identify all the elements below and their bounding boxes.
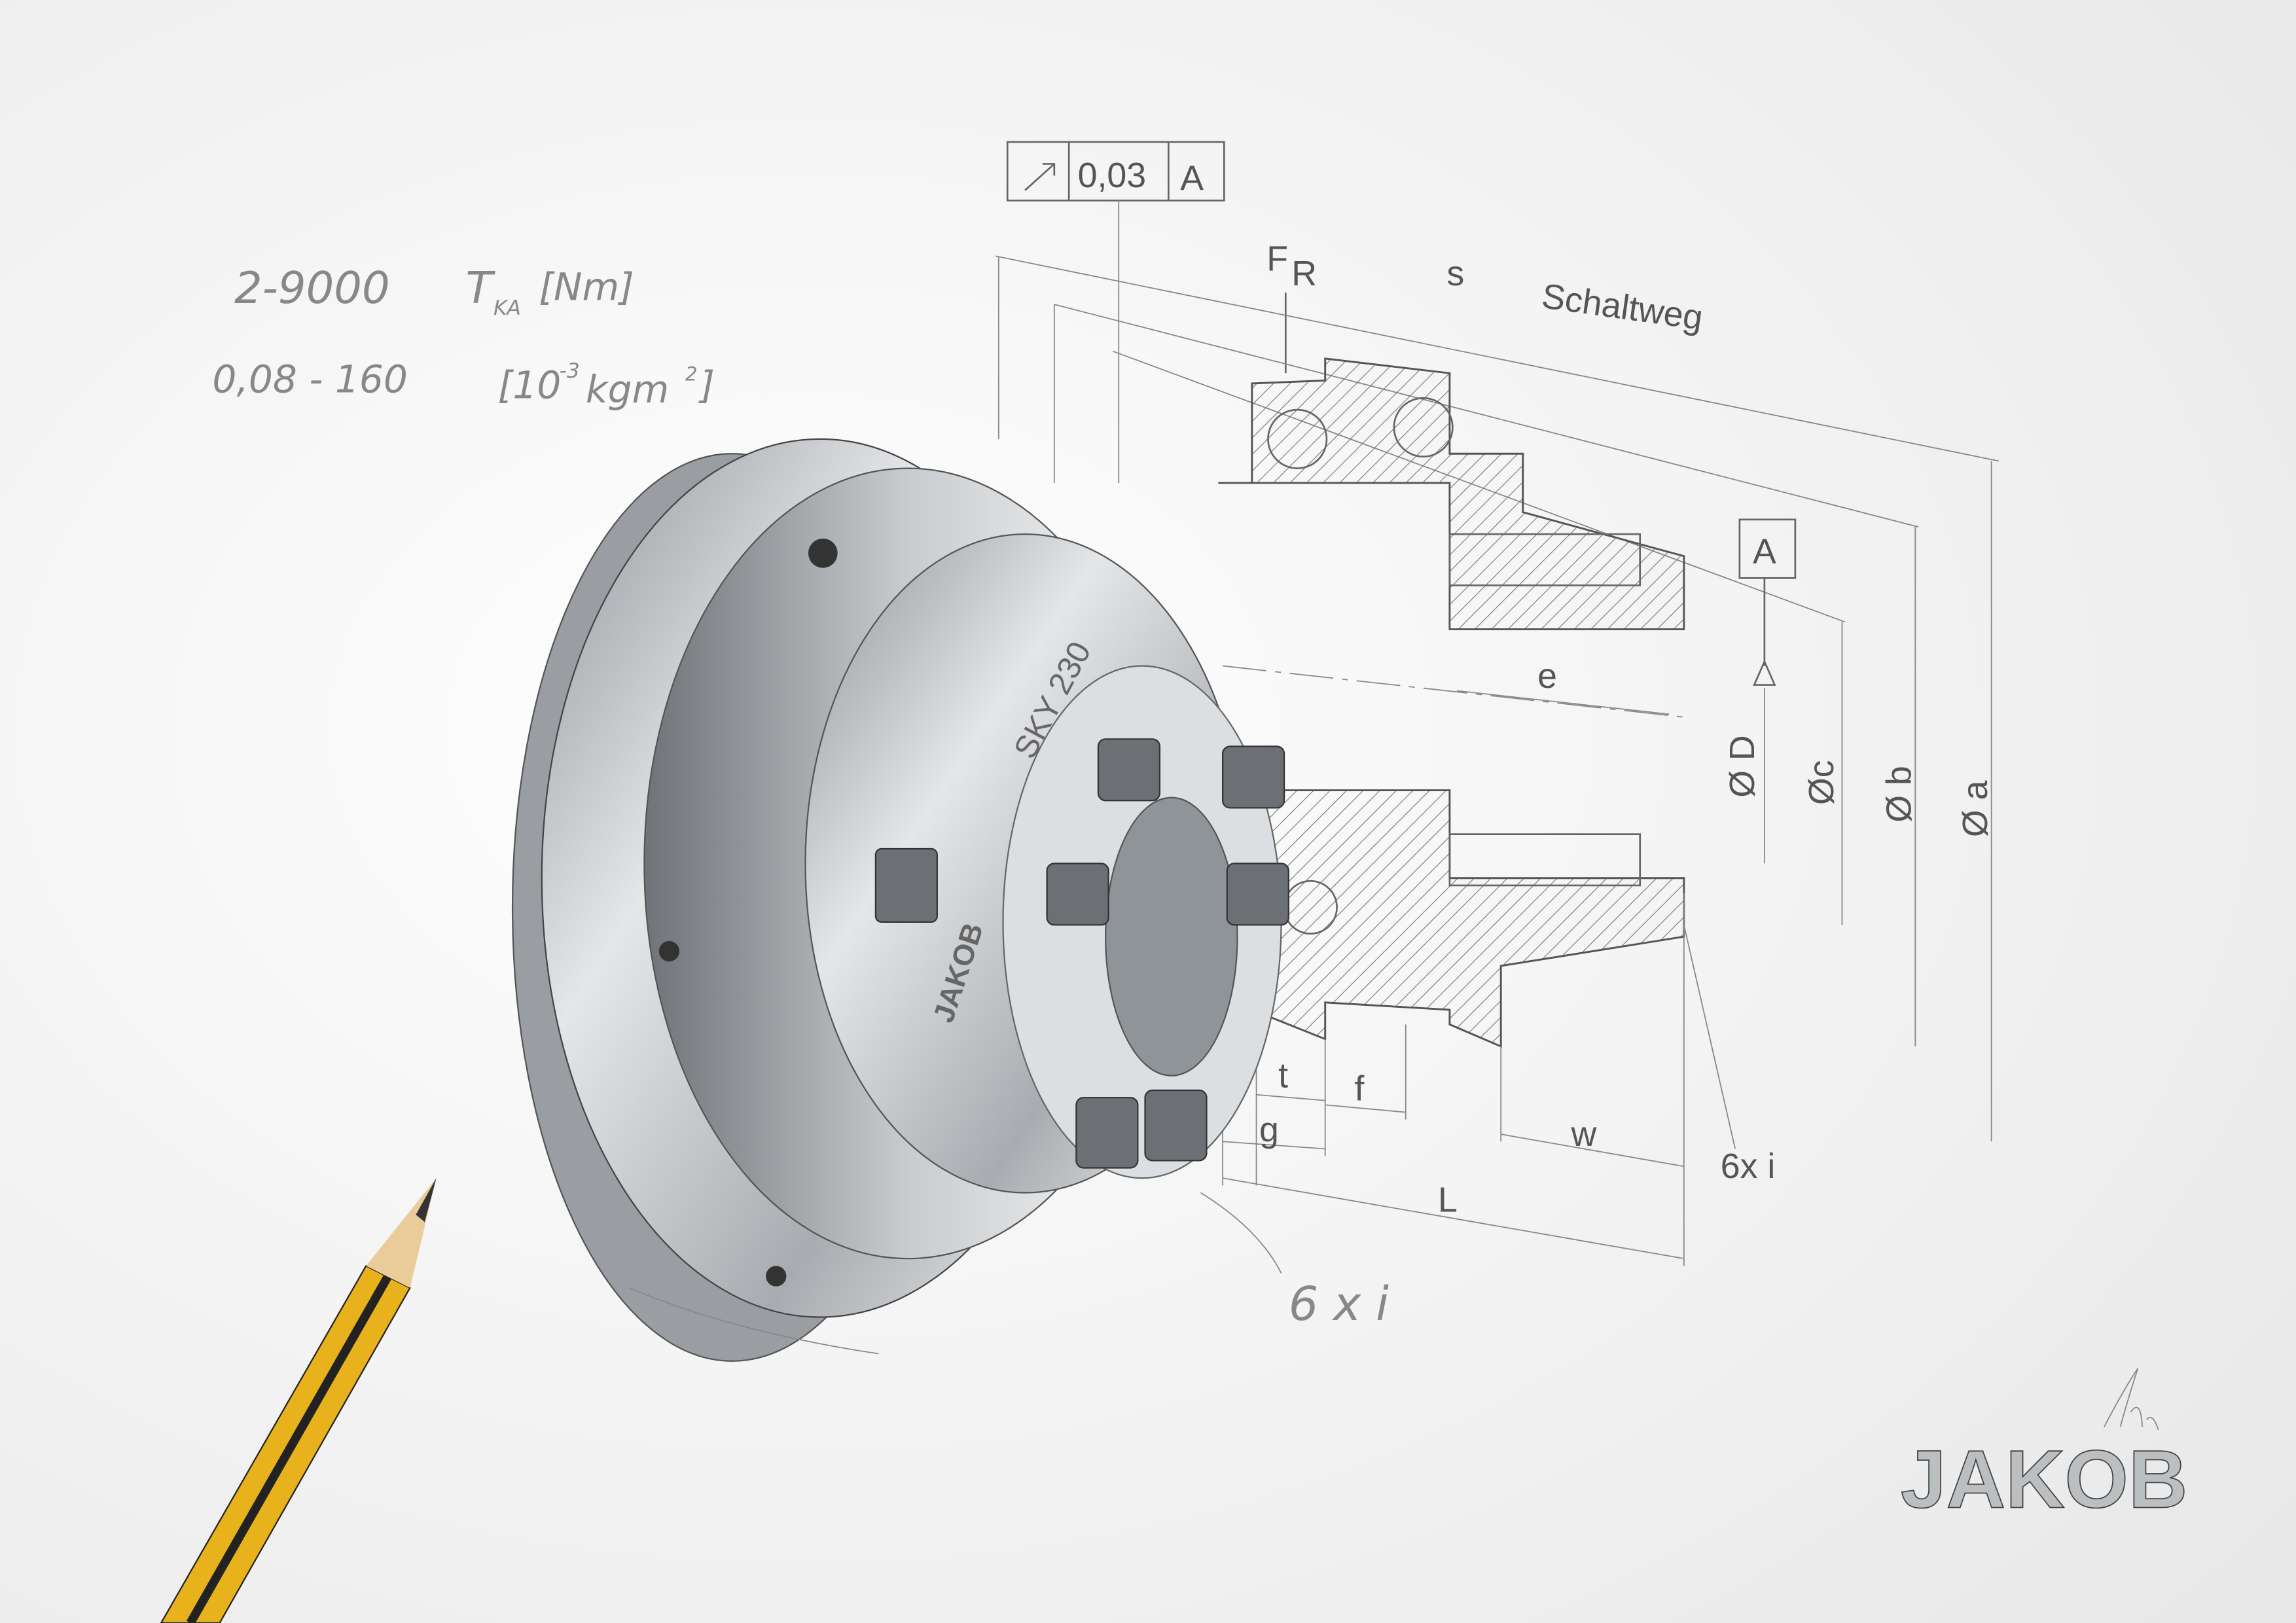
torque-symbol: T <box>465 262 495 313</box>
dim-diameter-b: Ø b <box>1880 766 1919 822</box>
inertia-unit-exp: 2 <box>685 363 698 385</box>
dim-f: f <box>1354 1069 1364 1109</box>
dim-e: e <box>1537 656 1557 696</box>
torque-limiter-coupling: SKY 230 JAKOB <box>511 438 1289 1362</box>
bore <box>1105 796 1238 1077</box>
bolts-note: 6 x i <box>1289 1277 1389 1331</box>
datum-label: A <box>1753 532 1776 571</box>
s-label: s <box>1446 254 1464 293</box>
runout-icon <box>1024 163 1056 191</box>
torque-sub: KA <box>493 296 521 320</box>
tolerance-value: 0,03 <box>1078 156 1146 195</box>
dim-t: t <box>1278 1056 1288 1096</box>
dim-bolts: 6x i <box>1721 1147 1776 1186</box>
leader-line <box>1200 1192 1282 1274</box>
dim-w: w <box>1571 1115 1597 1154</box>
inertia-unit-close: ] <box>698 363 715 407</box>
torque-unit: [Nm] <box>539 264 634 309</box>
dim-L: L <box>1438 1181 1458 1220</box>
dim-diameter-c: Øc <box>1802 760 1841 805</box>
handwritten-specs: 2-9000 T KA [Nm] 0,08 - 160 [10 -3 kgm 2… <box>212 262 1389 1331</box>
dim-diameter-D: Ø D <box>1723 735 1762 797</box>
datum-frame <box>1738 518 1797 579</box>
inertia-range: 0,08 - 160 <box>212 357 407 401</box>
tolerance-frame <box>1006 141 1225 202</box>
pencil <box>160 1178 437 1623</box>
inertia-exp: -3 <box>560 359 580 383</box>
force-sub: R <box>1291 254 1317 293</box>
force-label: F <box>1266 240 1288 279</box>
inertia-unit: kgm <box>586 367 669 412</box>
bolt-heads <box>874 738 1289 1169</box>
logo-text: JAKOB <box>1901 1433 2188 1525</box>
dim-g: g <box>1259 1110 1279 1149</box>
torque-range: 2-9000 <box>234 262 390 313</box>
jakob-logo: JAKOB <box>1900 1368 2188 1525</box>
inertia-unit-open: [10 <box>498 363 562 407</box>
dim-diameter-a: Ø a <box>1956 780 1995 837</box>
tolerance-datum: A <box>1180 159 1204 198</box>
